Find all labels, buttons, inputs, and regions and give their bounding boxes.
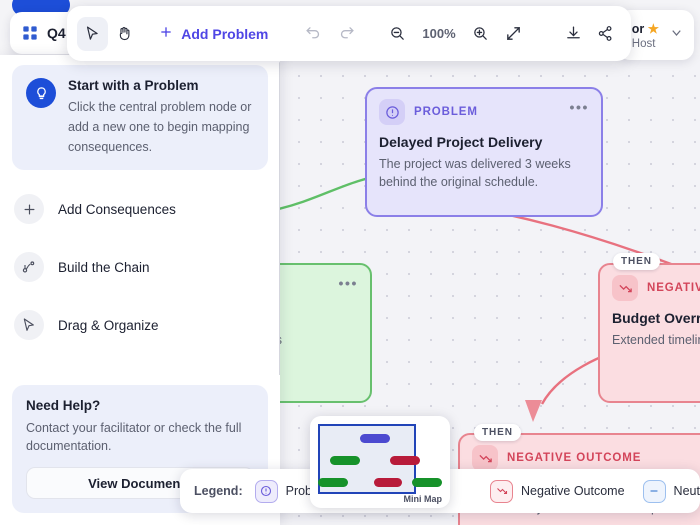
node-header: NEGATIVE OUTCOME ••• (472, 445, 700, 471)
cursor-arrow-icon[interactable] (77, 16, 108, 51)
sidebar-item-label: Add Consequences (58, 201, 176, 217)
left-sidebar: Start with a Problem Click the central p… (0, 55, 280, 525)
magnifier-plus-icon[interactable] (465, 17, 496, 51)
download-icon[interactable] (558, 17, 589, 51)
chevron-down-icon[interactable] (669, 25, 684, 45)
add-problem-button[interactable]: Add Problem (142, 24, 278, 43)
exclamation-circle-icon (254, 479, 278, 503)
user-role-label: or ★ (632, 21, 659, 36)
share-nodes-icon[interactable] (590, 17, 621, 51)
minimap-label: Mini Map (403, 494, 443, 504)
user-role-text: or (631, 21, 645, 36)
minimap-panel[interactable]: Mini Map (310, 416, 450, 508)
node-header: ME ••• (280, 275, 358, 301)
node-header: NEGATIV (612, 275, 700, 301)
node-description: Extended timelin increase. (612, 333, 700, 347)
hand-icon[interactable] (110, 17, 141, 51)
cursor-arrow-icon (14, 310, 44, 341)
node-kind-label: NEGATIV (647, 282, 700, 294)
redo-arrow-icon[interactable] (331, 17, 362, 51)
legend-item-label: Negative Outcome (521, 484, 625, 498)
user-role-lines: or ★ Host (632, 21, 659, 50)
sidebar-hero-title: Start with a Problem (68, 78, 199, 93)
trend-down-icon (612, 275, 638, 301)
canvas-toolbar[interactable]: Add Problem 100% (67, 6, 631, 61)
node-problem[interactable]: PROBLEM ••• Delayed Project Delivery The… (365, 87, 603, 217)
legend-label: Legend: (194, 484, 243, 498)
plus-icon (14, 194, 44, 225)
minimap-node (360, 434, 390, 443)
add-problem-label: Add Problem (181, 25, 269, 42)
node-chain-icon (14, 252, 44, 283)
minimap-node (390, 456, 420, 465)
trend-down-icon (472, 445, 498, 471)
node-negative-budget[interactable]: NEGATIV Budget Overr Extended timelin in… (598, 263, 700, 403)
sidebar-hero-text: Start with a Problem Click the central p… (68, 78, 254, 157)
help-description: Contact your facilitator or check the fu… (26, 420, 242, 454)
expand-arrows-icon[interactable] (498, 17, 529, 51)
node-description: m members (280, 331, 358, 349)
star-icon: ★ (647, 21, 659, 36)
legend-item-problem: Prob (254, 479, 313, 503)
minimap-node (374, 478, 402, 487)
then-badge-bottom: THEN (474, 424, 521, 441)
minimap-node (412, 478, 442, 487)
sidebar-item-build-the-chain[interactable]: Build the Chain (12, 238, 268, 296)
undo-arrow-icon[interactable] (299, 17, 330, 51)
user-subtitle: Host (631, 37, 656, 50)
sidebar-hero-card[interactable]: Start with a Problem Click the central p… (12, 65, 268, 171)
node-header: PROBLEM ••• (379, 99, 589, 125)
grid-apps-icon (22, 25, 38, 41)
trend-down-icon (490, 479, 514, 503)
mindmap-canvas[interactable]: PROBLEM ••• Delayed Project Delivery The… (280, 55, 700, 525)
legend-item-negative-outcome: Negative Outcome (490, 479, 625, 503)
sidebar-item-add-consequences[interactable]: Add Consequences (12, 180, 268, 238)
magnifier-minus-icon[interactable] (382, 17, 413, 51)
lightbulb-icon (26, 78, 56, 108)
sidebar-item-label: Drag & Organize (58, 317, 159, 333)
node-title: ills (280, 310, 358, 326)
sidebar-item-label: Build the Chain (58, 259, 150, 275)
help-title: Need Help? (26, 397, 101, 413)
sidebar-scroll-area[interactable]: Start with a Problem Click the central p… (0, 55, 280, 375)
node-positive-outcome[interactable]: ME ••• ills m members (280, 263, 372, 403)
node-title: Delayed Project Delivery (379, 134, 543, 150)
exclamation-circle-icon (379, 99, 405, 125)
node-title: Budget Overr (612, 310, 700, 326)
then-badge-right: THEN (613, 253, 660, 270)
legend-item-neutral: Neutral (642, 479, 700, 503)
legend-item-label: Prob (285, 484, 313, 498)
zoom-level-label: 100% (422, 26, 456, 41)
sidebar-scrollbar[interactable] (279, 61, 280, 375)
sidebar-item-drag-organize[interactable]: Drag & Organize (12, 296, 268, 354)
ellipsis-icon[interactable]: ••• (569, 99, 589, 115)
plus-icon (158, 24, 174, 43)
minimap-node (318, 478, 348, 487)
minimap-node (330, 456, 360, 465)
sidebar-hero-description: Click the central problem node or add a … (68, 100, 252, 154)
node-kind-label: PROBLEM (414, 106, 478, 118)
node-kind-label: NEGATIVE OUTCOME (507, 452, 642, 464)
legend-item-label: Neutral (673, 484, 700, 498)
ellipsis-icon[interactable]: ••• (338, 275, 358, 291)
minus-icon (642, 479, 666, 503)
node-description: The project was delivered 3 weeks behind… (379, 157, 571, 190)
